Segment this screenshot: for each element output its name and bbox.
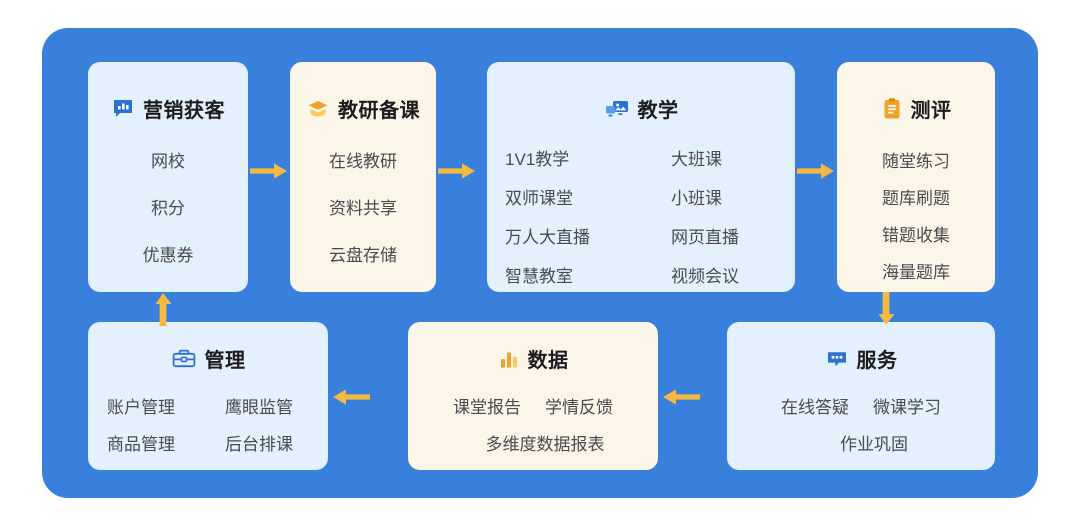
card-items: 账户管理 鹰眼监管 商品管理 后台排课: [107, 393, 309, 455]
card-items: 在线教研 资料共享 云盘存储: [329, 147, 397, 266]
card-prep[interactable]: 教研备课 在线教研 资料共享 云盘存储: [290, 62, 436, 292]
screen-share-icon: [604, 97, 630, 121]
item-row: 商品管理 后台排课: [107, 430, 309, 455]
item-row: 云盘存储: [329, 241, 397, 266]
item-row: 海量题库: [882, 258, 950, 283]
item-row: 题库刷题: [882, 184, 950, 209]
list-item[interactable]: 在线教研: [329, 152, 397, 171]
card-header: 数据: [408, 344, 658, 373]
item-row: 双师课堂 小班课: [505, 184, 777, 209]
card-header: 测评: [837, 94, 995, 123]
item-row: 智慧教室 视频会议: [505, 262, 777, 287]
list-item[interactable]: 积分: [151, 199, 185, 218]
item-row: 多维度数据报表: [462, 430, 605, 455]
list-item[interactable]: 网页直播: [671, 228, 739, 247]
list-item[interactable]: 账户管理: [107, 398, 175, 417]
card-items: 课堂报告 学情反馈 多维度数据报表: [453, 393, 613, 455]
item-row: 积分: [151, 194, 185, 219]
card-title: 测评: [910, 100, 952, 122]
list-item[interactable]: 随堂练习: [882, 152, 950, 171]
item-row: 作业巩固: [814, 430, 908, 455]
list-item[interactable]: 多维度数据报表: [485, 435, 605, 454]
card-data[interactable]: 数据 课堂报告 学情反馈 多维度数据报表: [408, 322, 658, 470]
list-item[interactable]: 在线答疑: [781, 398, 849, 417]
arrow-right-icon: [250, 160, 288, 187]
card-header: 管理: [88, 344, 328, 373]
list-item[interactable]: 后台排课: [225, 435, 293, 454]
list-item[interactable]: 小班课: [671, 189, 722, 208]
list-item[interactable]: 资料共享: [329, 199, 397, 218]
card-title: 数据: [527, 350, 569, 372]
list-item[interactable]: 网校: [151, 152, 185, 171]
list-item[interactable]: 商品管理: [107, 435, 175, 454]
card-items: 1V1教学 大班课 双师课堂 小班课 万人大直播 网页直播 智慧教室 视频会议: [505, 145, 777, 287]
chat-bar-chart-icon: [111, 97, 135, 121]
card-title: 服务: [856, 350, 898, 372]
card-items: 在线答疑 微课学习 作业巩固: [781, 393, 941, 455]
bar-chart-icon: [498, 347, 520, 371]
list-item[interactable]: 双师课堂: [505, 189, 573, 208]
list-item[interactable]: 万人大直播: [505, 228, 590, 247]
arrow-right-icon: [797, 160, 835, 187]
arrow-right-icon: [438, 160, 476, 187]
card-title: 管理: [204, 350, 246, 372]
item-row: 错题收集: [882, 221, 950, 246]
item-row: 账户管理 鹰眼监管: [107, 393, 309, 418]
list-item[interactable]: 海量题库: [882, 263, 950, 282]
graduation-cap-icon: [306, 97, 330, 121]
list-item[interactable]: 题库刷题: [882, 189, 950, 208]
item-row: 在线教研: [329, 147, 397, 172]
card-title: 营销获客: [143, 100, 225, 122]
item-row: 课堂报告 学情反馈: [453, 393, 613, 418]
item-row: 随堂练习: [882, 147, 950, 172]
arrow-left-icon: [332, 386, 370, 413]
card-title: 教学: [637, 100, 679, 122]
card-title: 教研备课: [338, 100, 420, 122]
list-item[interactable]: 大班课: [671, 150, 722, 169]
card-teaching[interactable]: 教学 1V1教学 大班课 双师课堂 小班课 万人大直播 网页直播 智慧教室 视频…: [487, 62, 795, 292]
list-item[interactable]: 鹰眼监管: [225, 398, 293, 417]
card-header: 服务: [727, 344, 995, 373]
item-row: 资料共享: [329, 194, 397, 219]
card-header: 教学: [487, 94, 795, 123]
item-row: 优惠券: [143, 241, 194, 266]
item-row: 在线答疑 微课学习: [781, 393, 941, 418]
arrow-left-icon: [662, 386, 700, 413]
list-item[interactable]: 学情反馈: [545, 398, 613, 417]
clipboard-icon: [881, 97, 903, 121]
speech-bubble-dots-icon: [825, 347, 849, 371]
card-service[interactable]: 服务 在线答疑 微课学习 作业巩固: [727, 322, 995, 470]
card-items: 网校 积分 优惠券: [143, 147, 194, 266]
list-item[interactable]: 错题收集: [882, 226, 950, 245]
card-marketing[interactable]: 营销获客 网校 积分 优惠券: [88, 62, 248, 292]
item-row: 网校: [151, 147, 185, 172]
card-manage[interactable]: 管理 账户管理 鹰眼监管 商品管理 后台排课: [88, 322, 328, 470]
arrow-up-icon: [152, 292, 174, 331]
item-row: 1V1教学 大班课: [505, 145, 777, 170]
card-header: 营销获客: [88, 94, 248, 123]
list-item[interactable]: 微课学习: [873, 398, 941, 417]
arrow-down-icon: [875, 292, 897, 331]
list-item[interactable]: 云盘存储: [329, 246, 397, 265]
card-assess[interactable]: 测评 随堂练习 题库刷题 错题收集 海量题库: [837, 62, 995, 292]
list-item[interactable]: 优惠券: [142, 246, 194, 265]
list-item[interactable]: 1V1教学: [505, 150, 570, 169]
item-row: 万人大直播 网页直播: [505, 223, 777, 248]
list-item[interactable]: 课堂报告: [453, 398, 521, 417]
card-items: 随堂练习 题库刷题 错题收集 海量题库: [882, 147, 950, 283]
list-item[interactable]: 作业巩固: [840, 435, 908, 454]
card-header: 教研备课: [290, 94, 436, 123]
list-item[interactable]: 视频会议: [671, 267, 739, 286]
toolbox-icon: [171, 347, 197, 371]
list-item[interactable]: 智慧教室: [505, 267, 573, 286]
